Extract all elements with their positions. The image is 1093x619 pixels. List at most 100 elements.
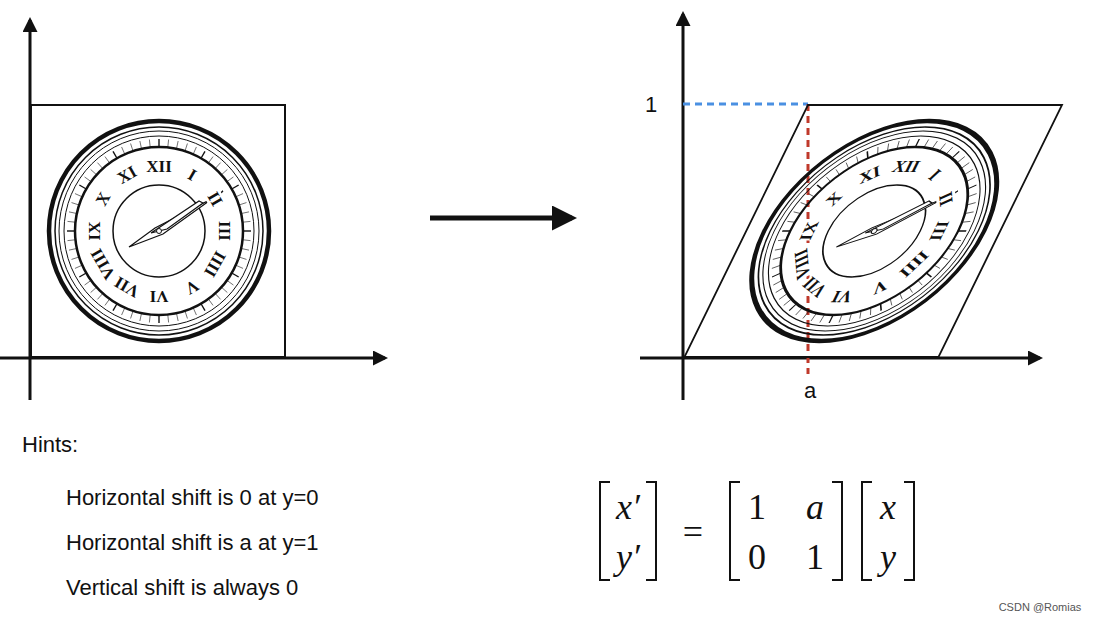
clock-tick (779, 293, 787, 299)
clock-tick (906, 287, 915, 292)
clock-tick (772, 273, 781, 277)
clock-tick (97, 163, 102, 169)
axis-value: a (804, 380, 816, 402)
clock-tick (915, 139, 919, 147)
clock-tick (887, 299, 895, 305)
clock-tick (243, 230, 251, 231)
clock-tick (843, 163, 851, 169)
clock-tick (149, 315, 151, 323)
sheared-clock-picture: XIIIIIIIIIIIIVVIVIIVIIIIXXXI (683, 104, 1063, 358)
clock-tick (815, 185, 824, 189)
clock-pin (871, 229, 878, 234)
clock-tick (784, 299, 792, 305)
matrix-entry: x′ (616, 489, 640, 525)
clock-tick (105, 299, 110, 305)
clock-tick (122, 308, 125, 315)
clock-tick (897, 293, 905, 299)
clock-tick (176, 313, 178, 321)
clock-tick (811, 313, 816, 321)
clock-tick (968, 194, 977, 197)
axis-value: 1 (645, 94, 657, 116)
clock-numeral: IX (796, 222, 822, 241)
clock-tick (820, 315, 825, 323)
clock-tick (193, 147, 196, 154)
clock-tick (776, 287, 785, 292)
clock-tick (221, 169, 227, 174)
clock-tick (906, 140, 911, 148)
clock-numeral: V (872, 277, 887, 298)
clock-tick (864, 151, 871, 158)
clock-tick (961, 163, 969, 169)
clock-tick (201, 304, 205, 311)
clock-tick (833, 169, 842, 174)
clock-hand (865, 201, 933, 233)
clock-picture: XIIIIIIIIIIIIVVIVIIVIIIIXXXI (30, 104, 286, 358)
clock-tick (67, 230, 75, 231)
clock-tick (239, 203, 247, 205)
clock-tick (848, 313, 853, 321)
clock-tick (895, 141, 900, 149)
clock-numeral: I (924, 166, 944, 184)
clock-tick (75, 194, 82, 197)
clock-tick (208, 157, 213, 163)
clock-tick (201, 151, 205, 158)
clock-tick (185, 311, 187, 319)
clock-tick (947, 248, 956, 250)
clock-tick (158, 139, 159, 147)
clock-tick (236, 194, 243, 197)
clock-tick (113, 304, 117, 311)
clock-face (684, 106, 1064, 360)
clock-ring (113, 185, 205, 277)
clock-tick (122, 147, 125, 154)
clock-ring (75, 147, 243, 315)
clock-ring (749, 147, 999, 315)
clock-tick (829, 315, 833, 323)
clock-tick (215, 293, 220, 299)
clock-tick (957, 157, 965, 163)
clock-numeral: VII (111, 274, 142, 301)
clock-tick (68, 221, 76, 223)
clock-tick (91, 169, 97, 174)
clock-tick (68, 239, 76, 241)
clock-numeral: XI (114, 163, 139, 187)
watermark: CSDN @Romias (999, 602, 1082, 613)
clock-tick (232, 273, 239, 277)
clock-tick (236, 265, 243, 268)
clock-tick (97, 293, 102, 299)
clock-face (32, 106, 288, 360)
clock-tick (85, 177, 91, 182)
clock-tick (874, 147, 881, 154)
hint-text: Horizontal shift is 0 at y=0 (66, 487, 319, 509)
clock-numeral: III (216, 221, 233, 241)
clock-tick (215, 163, 220, 169)
clock-numeral: IIII (897, 248, 932, 279)
clock-tick (91, 287, 97, 292)
clock-numeral: V (182, 277, 201, 298)
clock-numeral: VIII (791, 245, 812, 281)
clock-tick (185, 144, 187, 152)
clock-tick (807, 194, 816, 197)
clock-numeral: IIII (201, 248, 229, 279)
transform-arrow (430, 216, 572, 221)
clock-numeral: II (936, 189, 956, 209)
clock-tick (105, 157, 110, 163)
clock-numeral: XI (858, 163, 880, 187)
matrix-entry: x (880, 489, 896, 525)
clock-ring (64, 136, 254, 326)
matrix-entry: y′ (616, 539, 640, 575)
clock-tick (853, 157, 861, 163)
clock-tick (968, 185, 977, 189)
clock-pin (157, 229, 162, 234)
clock-tick (787, 221, 795, 223)
clock-tick (69, 212, 77, 214)
clock-tick (241, 248, 249, 250)
height-guide (683, 103, 808, 106)
matrix-entry: 0 (748, 539, 766, 575)
clock-tick (789, 304, 796, 311)
clock-ring (49, 121, 269, 341)
clock-ring (719, 127, 1029, 335)
matrix-entry: 1 (806, 539, 824, 575)
clock-tick (72, 257, 80, 259)
clock-tick (241, 212, 249, 214)
